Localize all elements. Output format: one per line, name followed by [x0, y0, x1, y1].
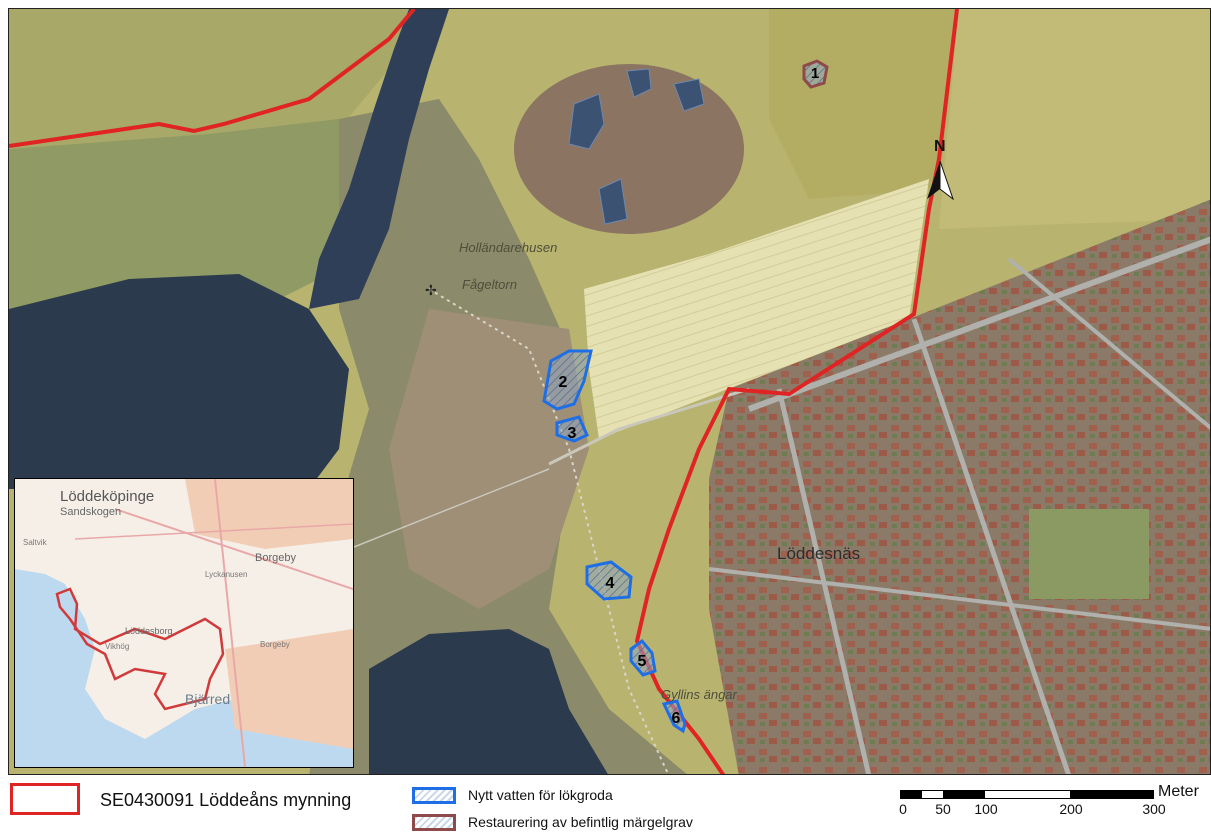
road [708, 567, 1210, 631]
place-label-loddesnas: Löddesnäs [777, 544, 860, 563]
legend-boundary-label: SE0430091 Löddeåns mynning [100, 790, 352, 810]
site-4-label: 4 [606, 575, 615, 592]
field-north [769, 9, 959, 199]
place-label-fageltorn: Fågeltorn [462, 277, 517, 292]
site-2-label: 2 [559, 374, 568, 391]
place-label-gyllins: Gyllins ängar [661, 687, 738, 702]
place-label-hollandarehusen: Holländarehusen [459, 240, 557, 255]
scale-tick-300: 300 [1142, 801, 1166, 817]
legend-boundary-swatch [10, 783, 80, 815]
inset-label-lyckanusen: Lyckanusen [205, 570, 247, 579]
park-area [1029, 509, 1149, 599]
marl-pit-area [514, 64, 744, 234]
inset-label-sandskogen: Sandskogen [60, 506, 121, 518]
road [747, 236, 1210, 412]
inset-boundary [55, 587, 225, 711]
scale-segment [922, 791, 943, 798]
site-5-polygon[interactable] [629, 638, 657, 677]
scale-tick-100: 100 [974, 801, 998, 817]
legend-new-water-label: Nytt vatten för lökgroda [468, 787, 613, 803]
inset-road [214, 479, 246, 767]
site-5-label: 5 [638, 653, 647, 670]
inset-canvas: Löddeköpinge Sandskogen Borgeby Lyckanus… [15, 479, 353, 767]
south-bay-water [369, 629, 608, 774]
scale-segment [985, 791, 1070, 798]
inset-urban-south [225, 629, 353, 749]
scale-segment [1070, 791, 1153, 798]
legend: SE0430091 Löddeåns mynning Nytt vatten f… [0, 777, 1211, 839]
scale-segment [943, 791, 985, 798]
site-4-polygon[interactable] [585, 560, 633, 601]
site-6-polygon[interactable] [661, 699, 687, 734]
scale-bar [900, 790, 1154, 799]
scale-segment [901, 791, 922, 798]
inset-label-vikhog: Vikhög [105, 642, 129, 651]
north-arrow-icon [927, 160, 955, 201]
site-1-polygon[interactable] [802, 59, 829, 89]
north-arrow-label: N [934, 138, 946, 155]
inset-road [114, 508, 353, 590]
scale-tick-0: 0 [899, 801, 907, 817]
site-2-polygon[interactable] [542, 349, 593, 411]
footpath [348, 468, 550, 550]
inset-label-saltvik: Saltvik [23, 538, 48, 547]
inset-road [74, 523, 353, 540]
legend-restoration-swatch [412, 814, 456, 831]
natura-boundary-east [634, 9, 959, 774]
inset-map[interactable]: Löddeköpinge Sandskogen Borgeby Lyckanus… [14, 478, 354, 768]
legend-restoration-label: Restaurering av befintlig märgelgrav [468, 814, 693, 830]
scale-tick-200: 200 [1059, 801, 1083, 817]
inset-label-loddesborg: Löddesborg [125, 626, 173, 636]
bay-water [9, 274, 349, 489]
scale-unit-label: Meter [1158, 783, 1199, 800]
scale-tick-50: 50 [935, 801, 951, 817]
pit-pond [673, 78, 705, 112]
site-6-label: 6 [672, 710, 681, 727]
river [309, 9, 449, 309]
field-northeast [939, 9, 1210, 229]
grassland-west [9, 119, 369, 309]
yellow-field [584, 179, 929, 439]
pit-pond [568, 93, 605, 150]
site-1-label: 1 [811, 65, 819, 82]
pit-pond [598, 178, 628, 225]
footpath [548, 387, 750, 466]
road [911, 318, 1071, 774]
reed-bed [389, 309, 589, 609]
inset-label-bjarred: Bjärred [185, 691, 230, 707]
legend-new-water-swatch [412, 787, 456, 804]
site-3-polygon[interactable] [555, 415, 589, 443]
inset-label-borgeby-2: Borgeby [260, 640, 290, 649]
pit-pond [626, 68, 652, 98]
natura-boundary-north [9, 9, 416, 148]
bird-tower-icon: ✢ [425, 282, 437, 298]
inset-label-loddekopinge: Löddeköpinge [60, 488, 154, 505]
road [1007, 257, 1210, 430]
site-3-label: 3 [568, 425, 577, 442]
inset-label-borgeby: Borgeby [255, 552, 296, 564]
